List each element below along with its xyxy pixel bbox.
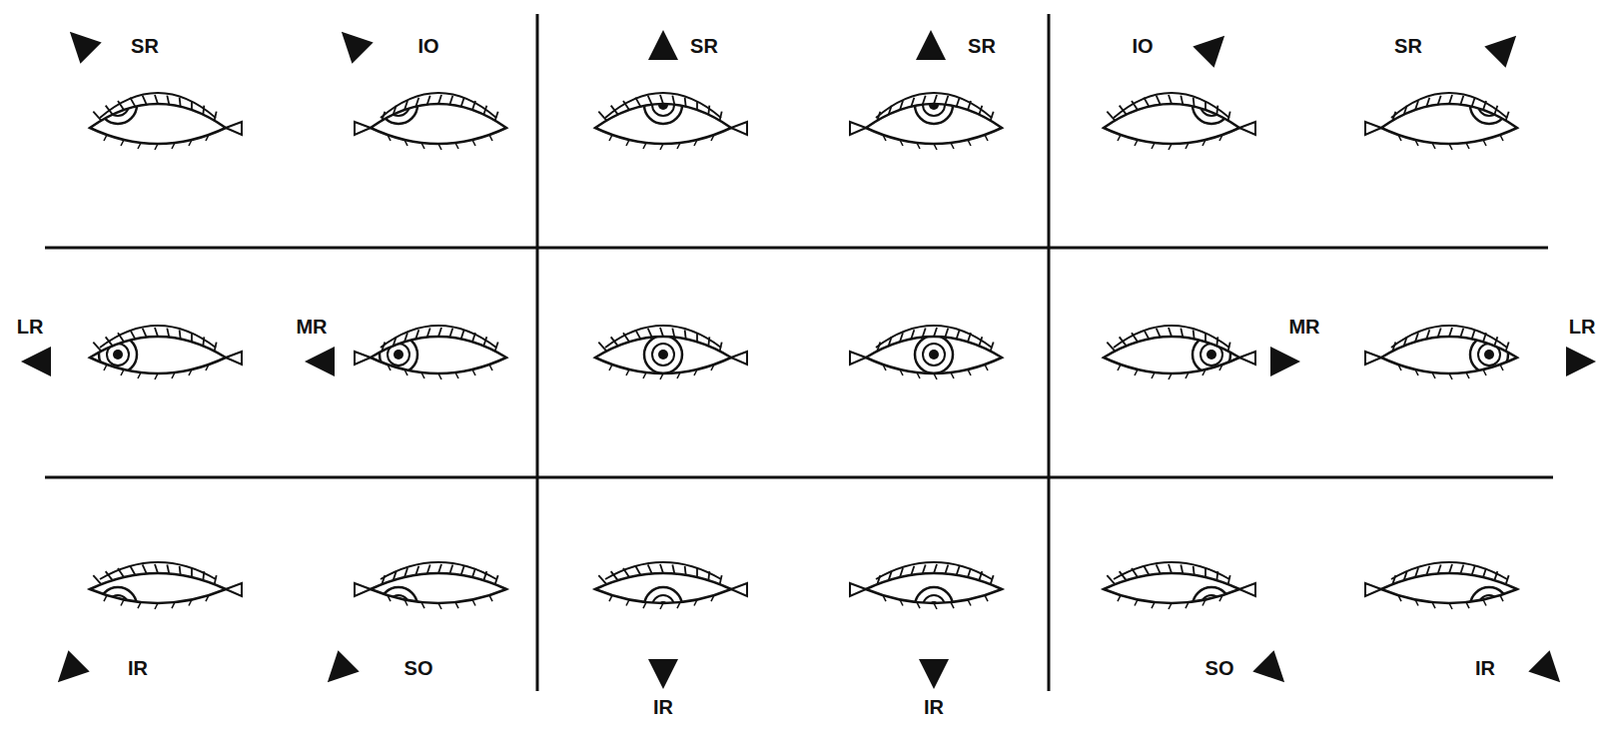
eye-drawing	[1365, 562, 1518, 626]
muscle-label: SR	[130, 35, 159, 56]
direction-arrow	[661, 660, 667, 675]
eye-drawing	[595, 85, 748, 150]
eye-drawing	[1365, 325, 1518, 380]
direction-arrow	[1271, 359, 1286, 365]
direction-arrow	[928, 44, 934, 59]
muscle-label: LR	[1569, 316, 1597, 337]
muscle-label: SO	[404, 658, 434, 679]
direction-arrow	[1567, 359, 1582, 365]
eye-drawing	[89, 325, 242, 380]
direction-arrow	[35, 359, 50, 365]
eye-drawing	[89, 562, 242, 626]
muscle-label: MR	[1288, 316, 1320, 337]
muscle-label: SR	[1394, 35, 1423, 56]
direction-arrow	[1496, 45, 1507, 56]
eye-drawing	[354, 325, 507, 380]
muscle-label: IR	[653, 697, 674, 718]
eye-drawing	[1103, 85, 1256, 150]
direction-arrow	[1540, 662, 1551, 673]
muscle-label: MR	[295, 316, 327, 337]
muscle-label: IR	[923, 697, 944, 718]
direction-arrow	[661, 44, 667, 59]
eye-drawing	[1365, 85, 1518, 150]
muscle-label: LR	[16, 316, 44, 337]
eye-drawing	[354, 562, 507, 626]
direction-arrow	[1264, 662, 1275, 673]
direction-arrow	[337, 662, 348, 673]
eye-drawing	[595, 562, 748, 626]
eye-drawing	[849, 325, 1002, 380]
eye-drawing	[849, 85, 1002, 150]
eye-drawing	[595, 325, 748, 380]
muscle-label: IR	[127, 658, 148, 679]
muscle-label: IO	[417, 35, 439, 56]
muscle-label: SR	[967, 35, 996, 56]
muscle-label: IO	[1131, 35, 1153, 56]
direction-arrow	[351, 41, 362, 52]
muscle-label: IR	[1475, 658, 1496, 679]
eye-drawing	[89, 85, 242, 150]
eye-drawing	[1103, 562, 1256, 626]
eye-drawings	[89, 85, 1518, 626]
eye-drawing	[354, 85, 507, 150]
eye-drawing	[849, 562, 1002, 626]
muscle-label: SO	[1205, 658, 1235, 679]
eye-drawing	[1103, 325, 1256, 380]
direction-arrow	[319, 359, 334, 365]
muscle-label: SR	[690, 35, 719, 56]
direction-arrows	[35, 41, 1582, 675]
direction-arrow	[1204, 45, 1215, 56]
direction-arrow	[931, 660, 937, 675]
direction-arrow	[67, 662, 78, 673]
direction-arrow	[79, 41, 90, 52]
grid-lines	[44, 13, 1554, 692]
